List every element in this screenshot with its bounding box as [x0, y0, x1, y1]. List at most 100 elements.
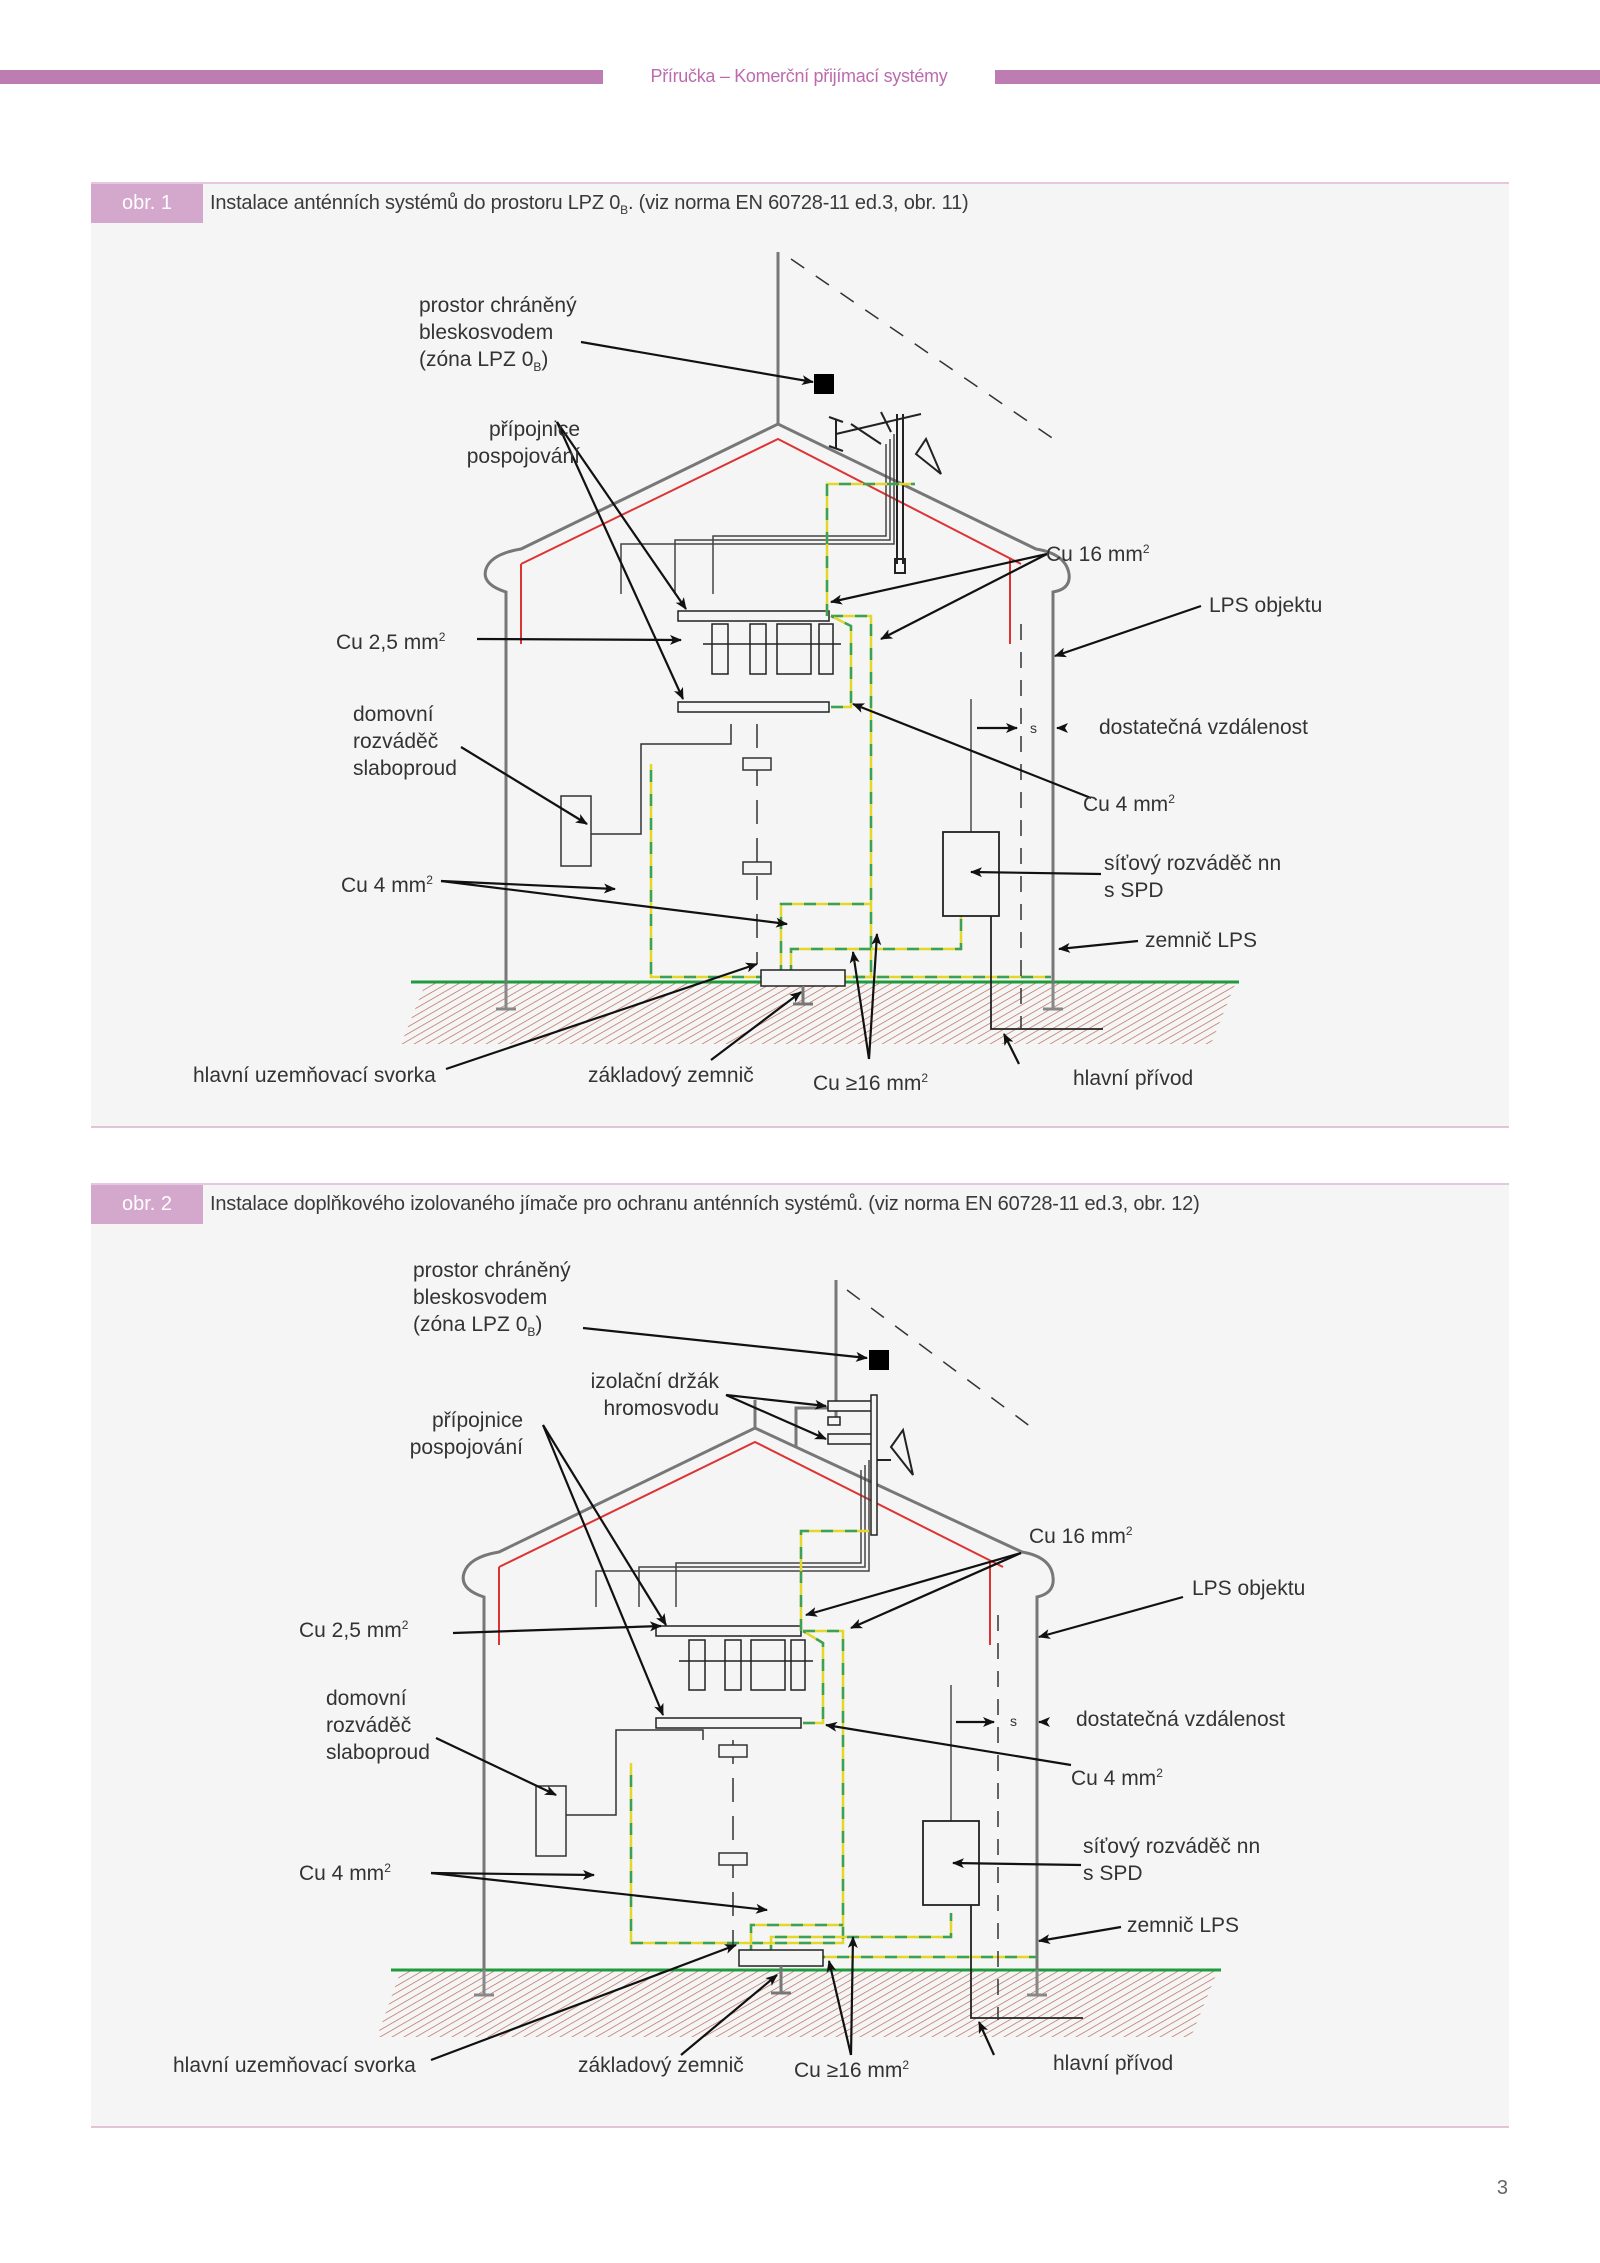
coax-cables: [620, 434, 895, 594]
coax-cables: [595, 1460, 870, 1607]
lpz-marker: [869, 1350, 889, 1370]
label-text: Cu 16 mm: [1029, 1525, 1126, 1548]
house-lps: [461, 1280, 1055, 1995]
label-text: Cu ≥16 mm: [813, 1072, 922, 1095]
busbar-bottom: [677, 701, 830, 713]
leader-lines: [430, 1326, 1184, 2062]
label-s: s: [1030, 720, 1037, 736]
label-cu-ge16: Cu ≥16 mm2: [794, 2052, 909, 2084]
caption-text: Instalace anténních systémů do prostoru …: [210, 192, 621, 214]
label-superscript: 2: [1125, 1524, 1133, 1538]
label-line: rozváděč: [326, 1714, 412, 1737]
lps-earth-rods: [496, 984, 1063, 1011]
distributor-box: [560, 724, 732, 867]
label-distributor: domovní rozváděč slaboproud: [326, 1685, 430, 1766]
label-line: hromosvodu: [603, 1397, 719, 1420]
label-superscript: 2: [921, 1071, 929, 1085]
roof-inner: [498, 1440, 1004, 1645]
header-bar-right: [995, 70, 1600, 84]
label-busbar: přípojnice pospojování: [391, 1407, 523, 1461]
label-cu-ge16: Cu ≥16 mm2: [813, 1065, 928, 1097]
label-main-supply: hlavní přívod: [1053, 2052, 1174, 2075]
figure-tag: obr. 1: [91, 184, 203, 223]
label-busbar: přípojnice pospojování: [440, 416, 580, 470]
label-line: s SPD: [1083, 1862, 1143, 1885]
label-insulating-holder: izolační držák hromosvodu: [561, 1368, 719, 1422]
lightning-protection-diagram-1: [401, 252, 1239, 1071]
label-text: Cu 4 mm: [299, 1862, 385, 1885]
label-cu25: Cu 2,5 mm2: [299, 1612, 408, 1644]
lightning-protection-diagram-2: [377, 1280, 1221, 2062]
outlet-chain: [742, 724, 772, 964]
lps-earth-rods: [474, 1970, 1047, 1997]
label-line: slaboproud: [353, 757, 457, 780]
label-lps-object: LPS objektu: [1192, 1577, 1306, 1600]
label-distance: dostatečná vzdálenost: [1076, 1708, 1285, 1731]
label-main-supply: hlavní přívod: [1073, 1067, 1194, 1090]
leader-lines: [440, 340, 1202, 1071]
insulating-holders: [827, 1394, 878, 1536]
label-text: Cu 2,5 mm: [336, 631, 439, 654]
label-cu4-left: Cu 4 mm2: [299, 1855, 391, 1887]
label-line: domovní: [353, 703, 434, 726]
busbar-top: [655, 1625, 802, 1637]
busbar-bottom: [655, 1717, 802, 1729]
figure-1: obr. 1 Instalace anténních systémů do pr…: [91, 182, 1509, 1128]
headend-units: [703, 623, 841, 675]
label-line: prostor chráněný: [413, 1259, 571, 1282]
protected-zone-line: [790, 258, 1062, 445]
label-superscript: 2: [1168, 792, 1175, 806]
label-foundation-earth: základový zemnič: [588, 1064, 754, 1087]
figure-caption: Instalace anténních systémů do prostoru …: [210, 184, 969, 223]
headend-units: [679, 1639, 813, 1691]
lpz-marker: [814, 374, 834, 394]
label-cu4-right: Cu 4 mm2: [1083, 786, 1175, 818]
label-line: přípojnice: [431, 1409, 523, 1432]
figure-caption: Instalace doplňkového izolovaného jímače…: [210, 1193, 1200, 1215]
protected-zone-line: [846, 1289, 1036, 1431]
label-earth-lps: zemnič LPS: [1127, 1914, 1240, 1937]
page-number: 3: [1496, 2177, 1508, 2199]
house-lps: [483, 252, 1071, 1007]
label-line: prostor chráněný: [419, 294, 577, 317]
label-cu16: Cu 16 mm2: [1046, 536, 1150, 568]
label-line: pospojování: [466, 445, 580, 468]
label-superscript: 2: [401, 1618, 409, 1632]
antenna: [877, 1427, 914, 1476]
label-mains: síťový rozváděč nn s SPD: [1083, 1833, 1260, 1887]
label-text: Cu 2,5 mm: [299, 1619, 402, 1642]
label-line: bleskosvodem: [413, 1286, 548, 1309]
label-protected-space: prostor chráněný bleskosvodem (zóna LPZ …: [413, 1257, 571, 1346]
label-line: bleskosvodem: [419, 321, 554, 344]
label-earth-lps: zemnič LPS: [1145, 929, 1258, 952]
label-text: Cu 16 mm: [1046, 543, 1143, 566]
label-line: síťový rozváděč nn: [1083, 1835, 1261, 1858]
label-superscript: 2: [426, 873, 433, 887]
earth-conductors: [649, 482, 1051, 979]
label-distance: dostatečná vzdálenost: [1099, 716, 1308, 739]
busbar-top: [677, 610, 830, 622]
label-subscript: B: [527, 1325, 536, 1340]
label-text: Cu 4 mm: [341, 874, 427, 897]
figure-tag: obr. 2: [91, 1185, 203, 1224]
label-line: (zóna LPZ 0B): [419, 348, 549, 375]
label-line: pospojování: [409, 1436, 523, 1459]
label-foundation-earth: základový zemnič: [578, 2054, 744, 2077]
label-line: rozváděč: [353, 730, 439, 753]
label-text: Cu 4 mm: [1083, 793, 1169, 816]
main-earth-terminal: [738, 1949, 824, 1995]
label-line: síťový rozváděč nn: [1104, 852, 1282, 875]
label-text: Cu 4 mm: [1071, 1767, 1157, 1790]
label-line: slaboproud: [326, 1741, 430, 1764]
main-earth-terminal: [760, 969, 846, 1006]
label-main-terminal: hlavní uzemňovací svorka: [173, 2054, 416, 2077]
ground: [401, 980, 1239, 1044]
label-distributor: domovní rozváděč slaboproud: [353, 701, 457, 782]
label-line: přípojnice: [488, 418, 580, 441]
header-title: Příručka – Komerční přijímací systémy: [650, 66, 948, 86]
antenna: [828, 411, 942, 574]
label-text: (zóna LPZ 0: [419, 348, 534, 371]
label-mains: síťový rozváděč nn s SPD: [1104, 850, 1281, 904]
label-cu4-left: Cu 4 mm2: [341, 867, 433, 899]
label-superscript: 2: [1142, 542, 1150, 556]
